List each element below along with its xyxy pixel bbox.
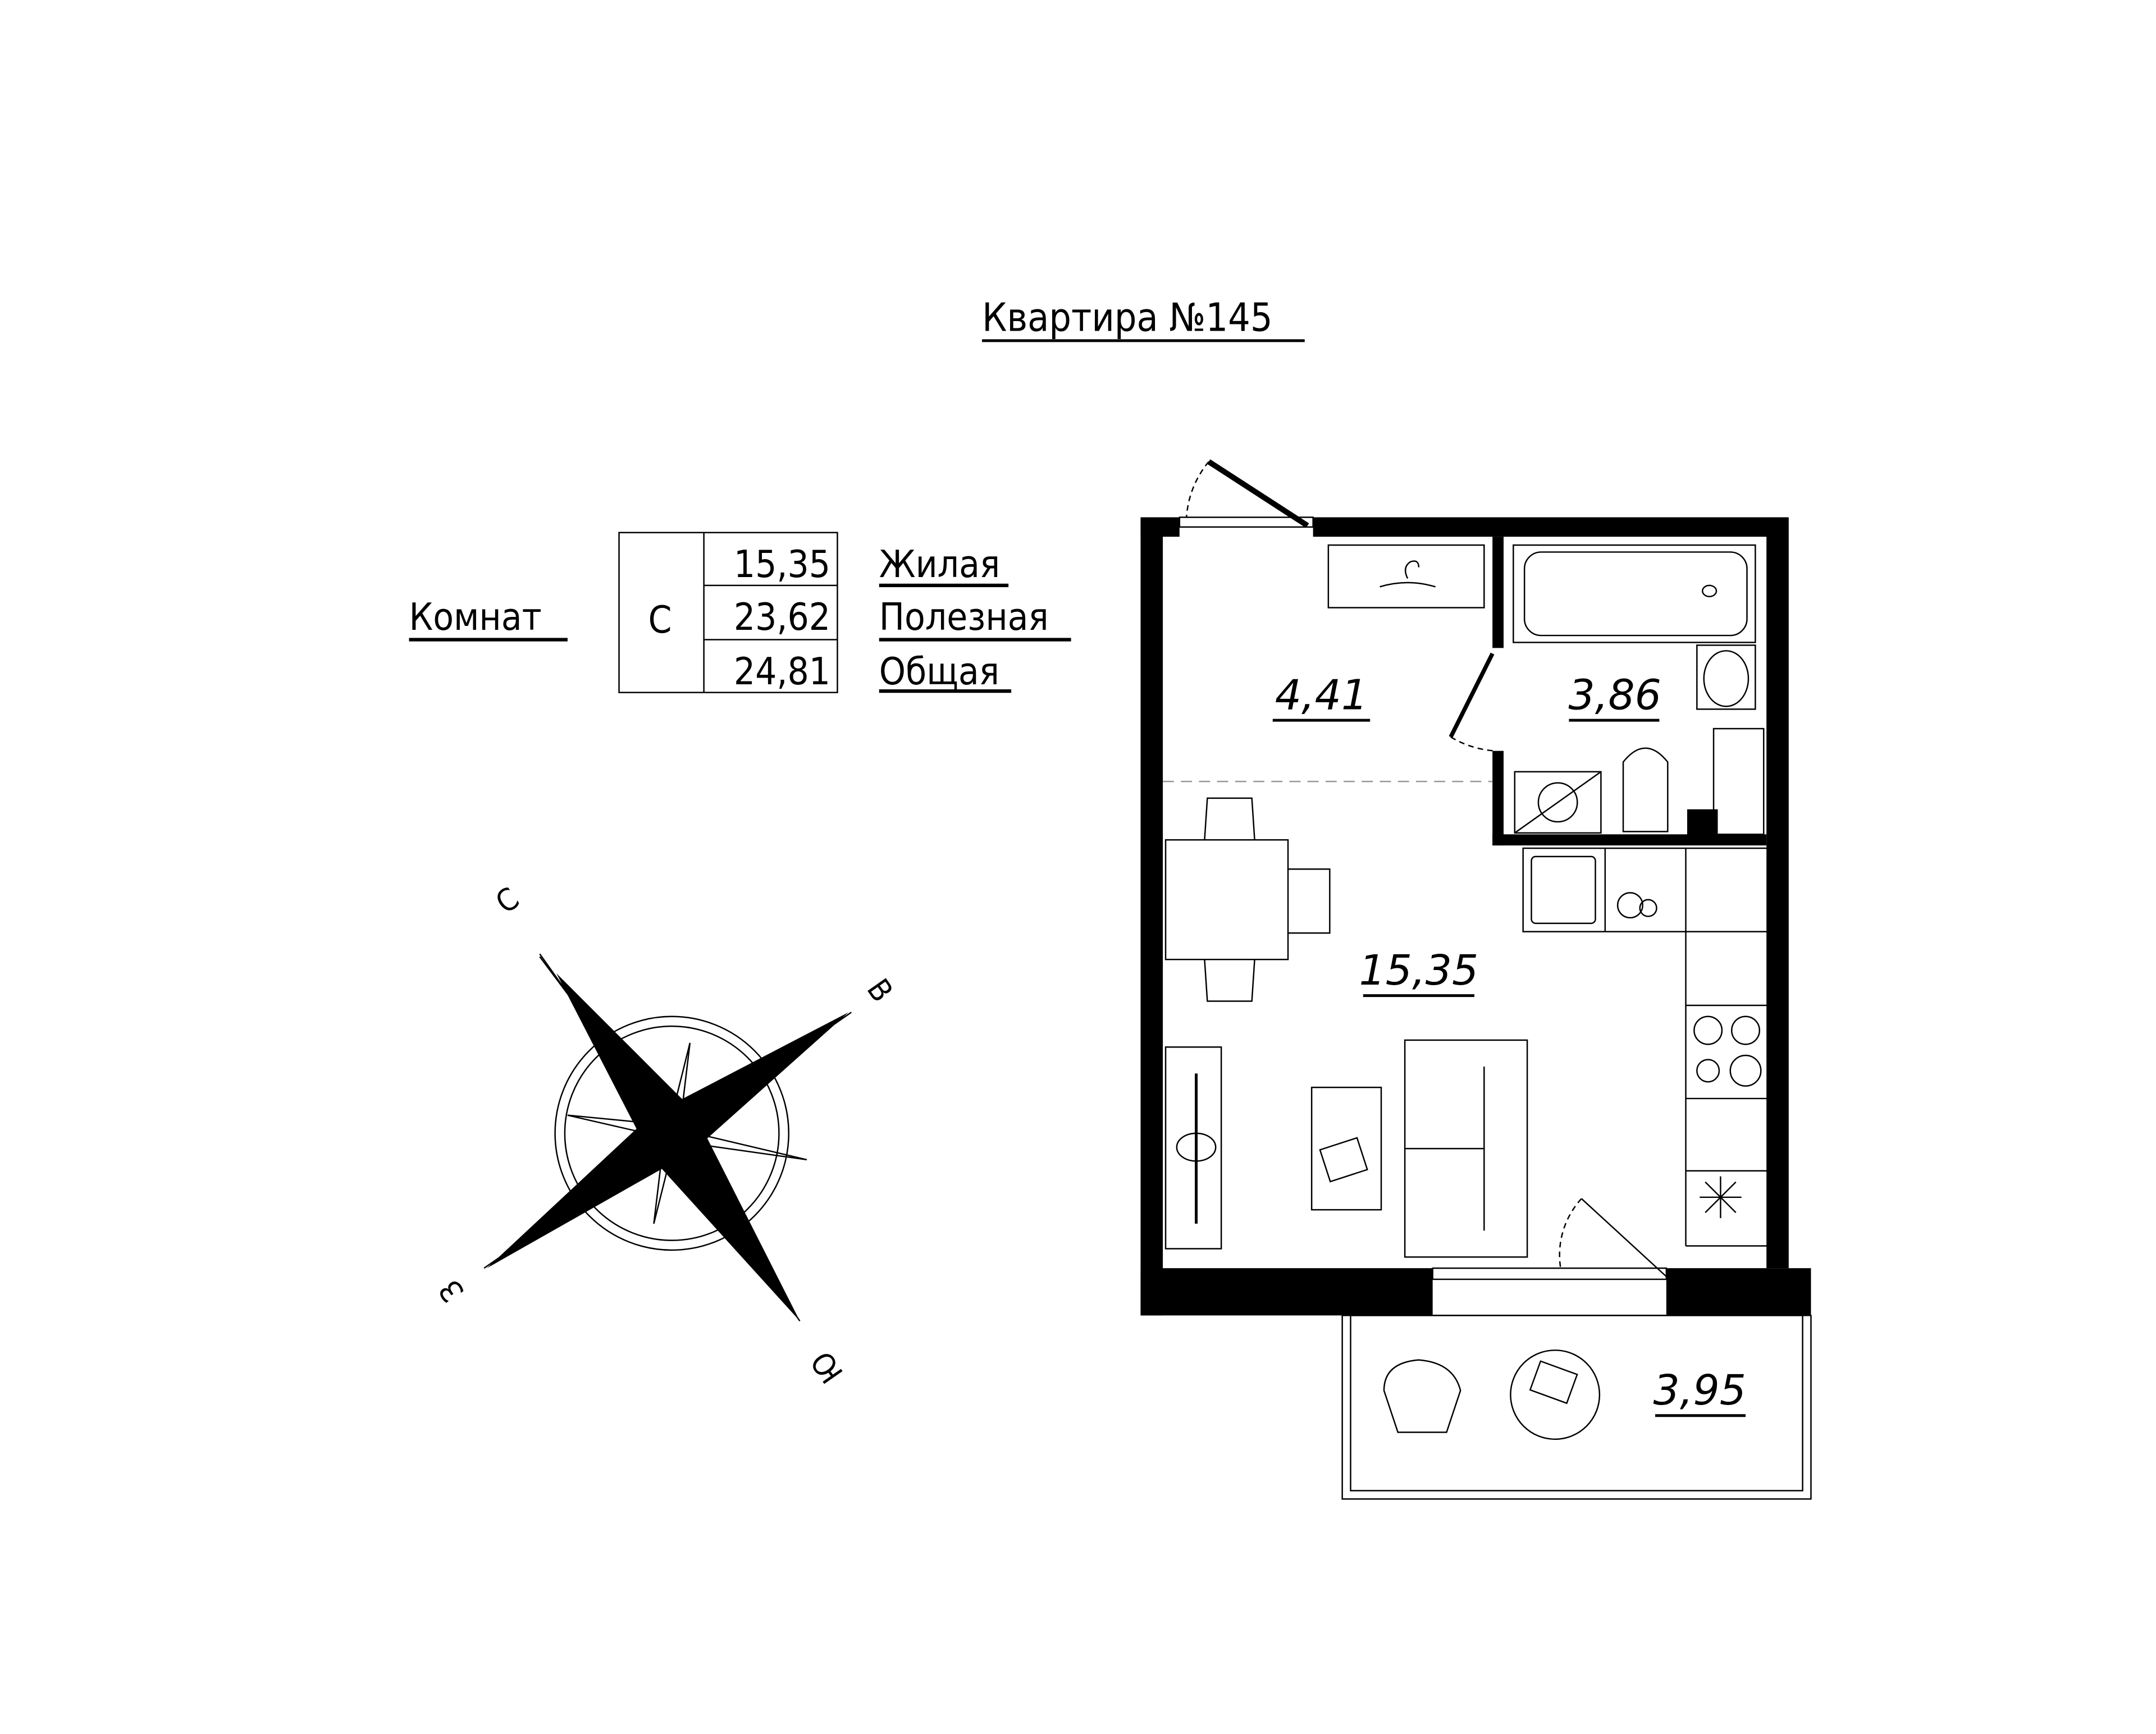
compass-west-label: З bbox=[432, 1274, 471, 1308]
room-area-living: 15,35 bbox=[1359, 946, 1479, 995]
compass-east-label: В bbox=[860, 972, 901, 1008]
page-title: Квартира №145 bbox=[982, 296, 1272, 341]
total-area-label: Общая bbox=[879, 649, 999, 693]
living-area-value: 15,35 bbox=[734, 542, 830, 586]
room-area-balcony: 3,95 bbox=[1653, 1366, 1746, 1415]
total-area-value: 24,81 bbox=[734, 649, 830, 693]
room-area-hall: 4,41 bbox=[1275, 670, 1368, 719]
room-area-bathroom: 3,86 bbox=[1568, 670, 1661, 719]
living-area-label: Жилая bbox=[879, 542, 1000, 586]
rooms-label: Комнат bbox=[409, 595, 541, 639]
compass-north-label: С bbox=[489, 880, 526, 921]
compass-south-label: Ю bbox=[803, 1345, 850, 1390]
useful-area-label: Полезная bbox=[879, 595, 1049, 639]
useful-area-value: 23,62 bbox=[734, 595, 830, 639]
floor-plan: 4,41 3,86 15,35 3,95 bbox=[1140, 459, 1812, 1500]
compass-rose: С В З Ю bbox=[432, 880, 901, 1390]
rooms-code: С bbox=[648, 598, 672, 642]
area-summary-table: Комнат С 15,35 23,62 24,81 Жилая Полезна… bbox=[409, 532, 1071, 693]
